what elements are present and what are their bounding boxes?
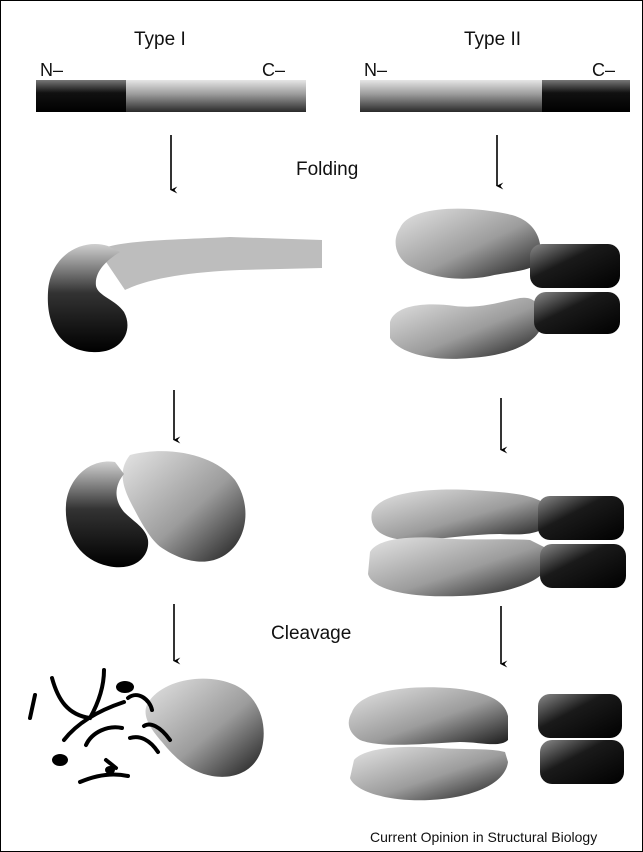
type1-chain-light-segment — [126, 80, 306, 112]
type2-dark-domain-upper — [530, 244, 620, 288]
type1-partially-folded — [48, 237, 322, 352]
type1-chain-dark-segment — [36, 80, 126, 112]
type2-released-dark-lower — [540, 740, 624, 784]
type2-folded-dark-lower — [540, 544, 626, 588]
type2-cleaved-lobe-lower — [350, 747, 508, 800]
type1-cleaved — [30, 670, 264, 782]
type2-released-dark-upper — [538, 694, 622, 738]
type2-folded-dark-upper — [538, 496, 624, 540]
type2-folding-dimer — [390, 209, 620, 359]
type1-extended-tail — [98, 237, 322, 290]
fragment — [52, 670, 104, 718]
type2-folded-lobe-lower — [368, 537, 546, 596]
type2-cleaved — [349, 687, 624, 800]
type2-dark-domain-lower — [534, 292, 620, 334]
type2-cleaved-lobe-upper — [349, 687, 508, 745]
type1-released-light-domain — [146, 679, 264, 777]
fragment-blob — [52, 754, 68, 766]
fragment-blob — [116, 681, 134, 693]
type1-chain — [36, 80, 306, 112]
type2-folded-lobe-upper — [371, 490, 546, 540]
type2-chain-light-segment — [360, 80, 542, 112]
type2-lobe-upper — [396, 209, 540, 279]
fragment-blob — [105, 766, 115, 774]
fragment — [30, 695, 35, 718]
fragment — [86, 727, 122, 745]
fragment — [80, 774, 128, 782]
type2-lobe-lower — [390, 298, 540, 359]
type2-folded-dimer — [368, 490, 626, 597]
type1-degraded-fragments — [30, 670, 170, 782]
type1-folded — [66, 451, 246, 567]
fragment — [130, 737, 158, 752]
type2-chain — [360, 80, 630, 112]
type2-chain-dark-segment — [542, 80, 630, 112]
